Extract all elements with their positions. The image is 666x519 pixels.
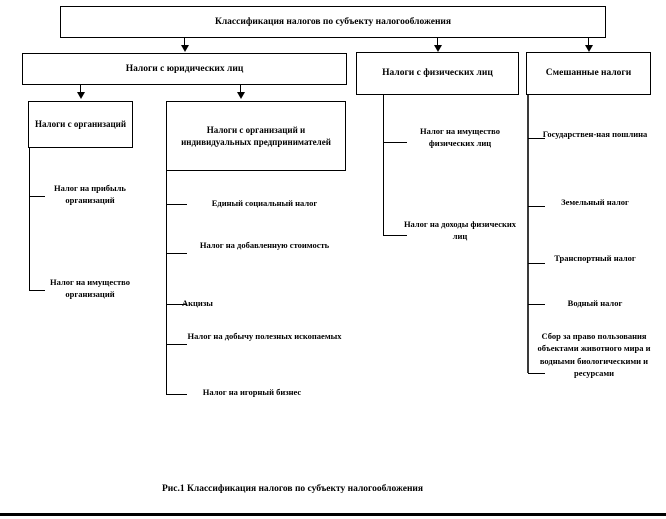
leaf-mineral-extraction-tax: Налог на добычу полезных ископаемых [182, 330, 347, 342]
leaf-state-duty-label: Государствен-ная пошлина [542, 129, 648, 139]
leaf-gambling-tax: Налог на игорный бизнес [182, 386, 322, 398]
node-legal-entities-label: Налоги с юридических лиц [125, 63, 244, 74]
connector-root-to-mixed [588, 38, 589, 48]
figure-caption: Рис.1 Классификация налогов по субъекту … [162, 484, 423, 494]
stub-org-entrepreneurs-1 [166, 204, 187, 205]
leaf-transport-tax-label: Транспортный налог [554, 253, 636, 263]
leaf-water-tax-label: Водный налог [567, 298, 623, 308]
footer-rule [0, 513, 666, 516]
stub-mixed-3 [528, 263, 545, 264]
node-organizations-label: Налоги с организаций [34, 119, 127, 130]
node-mixed-taxes: Смешанные налоги [526, 52, 651, 95]
leaf-individual-income-tax-label: Налог на доходы физических лиц [403, 219, 517, 242]
stub-mixed-2 [528, 206, 545, 207]
connector-legal-to-org-entrepreneurs [240, 85, 241, 95]
node-mixed-taxes-label: Смешанные налоги [545, 68, 632, 79]
leaf-vat: Налог на добавленную стоимость [182, 239, 347, 251]
spine-organizations [29, 148, 30, 290]
leaf-org-property-tax: Налог на имущество организаций [40, 276, 140, 301]
stub-organizations-2 [29, 290, 45, 291]
node-legal-entities: Налоги с юридических лиц [22, 53, 347, 85]
stub-org-entrepreneurs-4 [166, 344, 187, 345]
stub-org-entrepreneurs-5 [166, 394, 187, 395]
leaf-wildlife-resource-fee: Сбор за право пользования объектами живо… [535, 330, 653, 379]
leaf-state-duty: Государствен-ная пошлина [538, 128, 652, 140]
stub-mixed-1 [528, 138, 545, 139]
stub-org-entrepreneurs-2 [166, 253, 187, 254]
leaf-org-property-tax-label: Налог на имущество организаций [50, 277, 130, 300]
leaf-land-tax: Земельный налог [538, 196, 652, 208]
leaf-vat-label: Налог на добавленную стоимость [199, 240, 330, 250]
stub-individuals-2 [383, 235, 407, 236]
leaf-transport-tax: Транспортный налог [538, 252, 652, 264]
arrow-to-organizations [77, 92, 85, 99]
spine-individuals [383, 95, 384, 235]
arrow-to-org-entrepreneurs [237, 92, 245, 99]
leaf-gambling-tax-label: Налог на игорный бизнес [202, 387, 302, 397]
stub-org-entrepreneurs-3 [166, 304, 187, 305]
connector-root-to-individuals [437, 38, 438, 48]
node-org-and-entrepreneurs-label: Налоги с организаций и индивидуальных пр… [181, 124, 331, 147]
node-organizations: Налоги с организаций [28, 101, 133, 148]
stub-organizations-1 [29, 196, 45, 197]
stub-mixed-4 [528, 304, 545, 305]
leaf-profit-tax: Налог на прибыль организаций [40, 182, 140, 207]
arrow-to-mixed [585, 45, 593, 52]
stub-individuals-1 [383, 142, 407, 143]
node-org-and-entrepreneurs: Налоги с организаций и индивидуальных пр… [166, 101, 346, 171]
leaf-profit-tax-label: Налог на прибыль организаций [54, 183, 126, 206]
node-individuals-label: Налоги с физических лиц [382, 68, 493, 79]
leaf-social-tax: Единый социальный налог [182, 197, 347, 209]
arrow-to-individuals [434, 45, 442, 52]
leaf-excise-label: Акцизы [182, 298, 213, 308]
arrow-to-legal [181, 45, 189, 52]
node-root-label: Классификация налогов по субъекту налого… [214, 16, 452, 27]
stub-mixed-5 [528, 373, 545, 374]
leaf-land-tax-label: Земельный налог [561, 197, 629, 207]
leaf-individual-income-tax: Налог на доходы физических лиц [400, 218, 520, 243]
leaf-individual-property-tax-label: Налог на имущество физических лиц [420, 126, 500, 149]
spine-mixed [527, 95, 529, 373]
connector-root-to-legal [184, 38, 185, 48]
leaf-mineral-extraction-tax-label: Налог на добычу полезных ископаемых [187, 331, 342, 341]
leaf-individual-property-tax: Налог на имущество физических лиц [400, 125, 520, 150]
leaf-wildlife-resource-fee-label: Сбор за право пользования объектами живо… [537, 331, 651, 378]
figure-caption-label: Рис.1 Классификация налогов по субъекту … [162, 484, 424, 494]
spine-org-entrepreneurs [166, 171, 167, 394]
node-individuals: Налоги с физических лиц [356, 52, 519, 95]
connector-legal-to-organizations [80, 85, 81, 95]
leaf-excise: Акцизы [182, 297, 292, 309]
leaf-water-tax: Водный налог [538, 297, 652, 309]
leaf-social-tax-label: Единый социальный налог [211, 198, 318, 208]
node-root: Классификация налогов по субъекту налого… [60, 6, 606, 38]
